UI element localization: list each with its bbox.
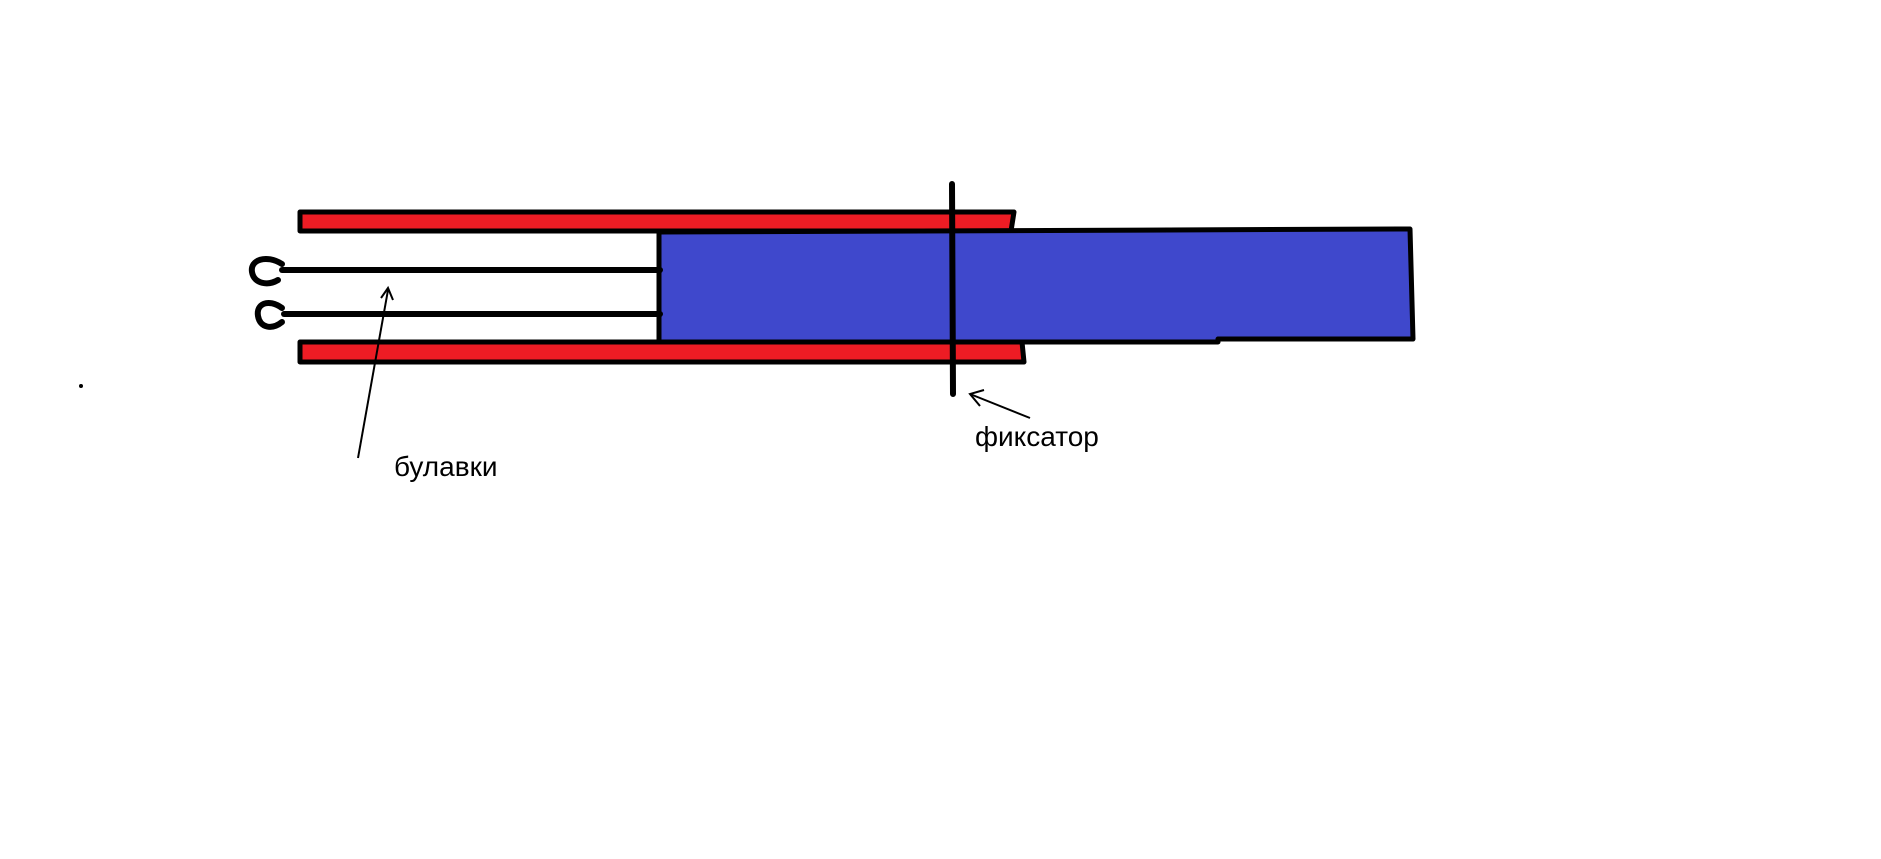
fixator-arrow: [968, 389, 1031, 419]
fixator-rod: [949, 181, 956, 397]
fixator-label: фиксатор: [975, 421, 1099, 452]
pins-arrow: [357, 285, 394, 459]
pins-label: булавки: [394, 451, 497, 482]
fixator-arrow-head: [968, 389, 985, 407]
pins-arrow-shaft: [357, 289, 389, 459]
pin-bottom-hook: [254, 299, 285, 330]
insert-block: [656, 226, 1416, 345]
stray-dot: [79, 384, 83, 388]
pin-bottom: [254, 299, 663, 330]
tube-wall-top: [297, 209, 1017, 234]
pin-top: [248, 255, 663, 287]
pins-arrow-head: [380, 285, 394, 301]
pin-top-hook: [248, 255, 285, 287]
tube-wall-bottom: [297, 339, 1027, 365]
fixator-arrow-shaft: [969, 393, 1031, 419]
